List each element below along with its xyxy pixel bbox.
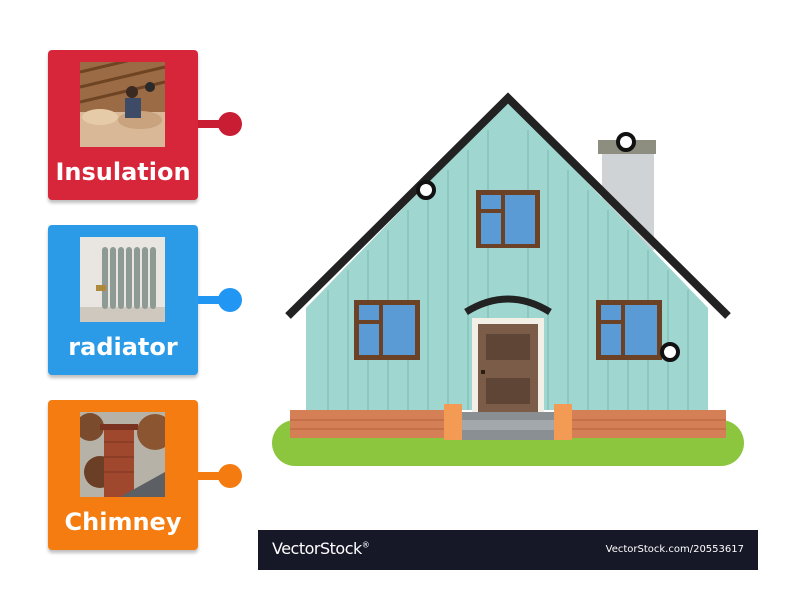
door-arch (464, 295, 552, 316)
step-1 (462, 412, 554, 420)
label-card-insulation[interactable]: Insulation (48, 50, 198, 200)
insulation-drag-handle[interactable] (218, 112, 242, 136)
brick-base-right (572, 410, 726, 438)
insulation-label: Insulation (55, 158, 191, 186)
house-illustration (272, 92, 744, 466)
roof-hotspot[interactable] (416, 180, 436, 200)
watermark-banner: VectorStock® VectorStock.com/20553617 (258, 530, 758, 570)
attic-insulation-photo (80, 62, 165, 147)
watermark-url: VectorStock.com/20553617 (605, 544, 744, 555)
step-2 (462, 420, 554, 430)
siding-lines (327, 130, 689, 410)
chimney-hotspot[interactable] (616, 132, 636, 152)
brick-chimney-photo (80, 412, 165, 497)
chimney-label: Chimney (64, 508, 182, 536)
label-card-chimney[interactable]: Chimney (48, 400, 198, 550)
brick-base-left (290, 410, 444, 438)
radiator-drag-handle[interactable] (218, 288, 242, 312)
step-3 (462, 430, 554, 440)
watermark-brand: VectorStock® (272, 539, 370, 558)
chimney-drag-handle[interactable] (218, 464, 242, 488)
chimney-connector (198, 472, 234, 480)
cast-iron-radiator-photo (80, 237, 165, 322)
radiator-label: radiator (68, 333, 178, 361)
window-hotspot[interactable] (660, 342, 680, 362)
step-post-left (444, 404, 462, 440)
radiator-connector (198, 296, 234, 304)
step-post-right (554, 404, 572, 440)
label-card-radiator[interactable]: radiator (48, 225, 198, 375)
insulation-connector (198, 120, 234, 128)
roof (285, 92, 731, 319)
